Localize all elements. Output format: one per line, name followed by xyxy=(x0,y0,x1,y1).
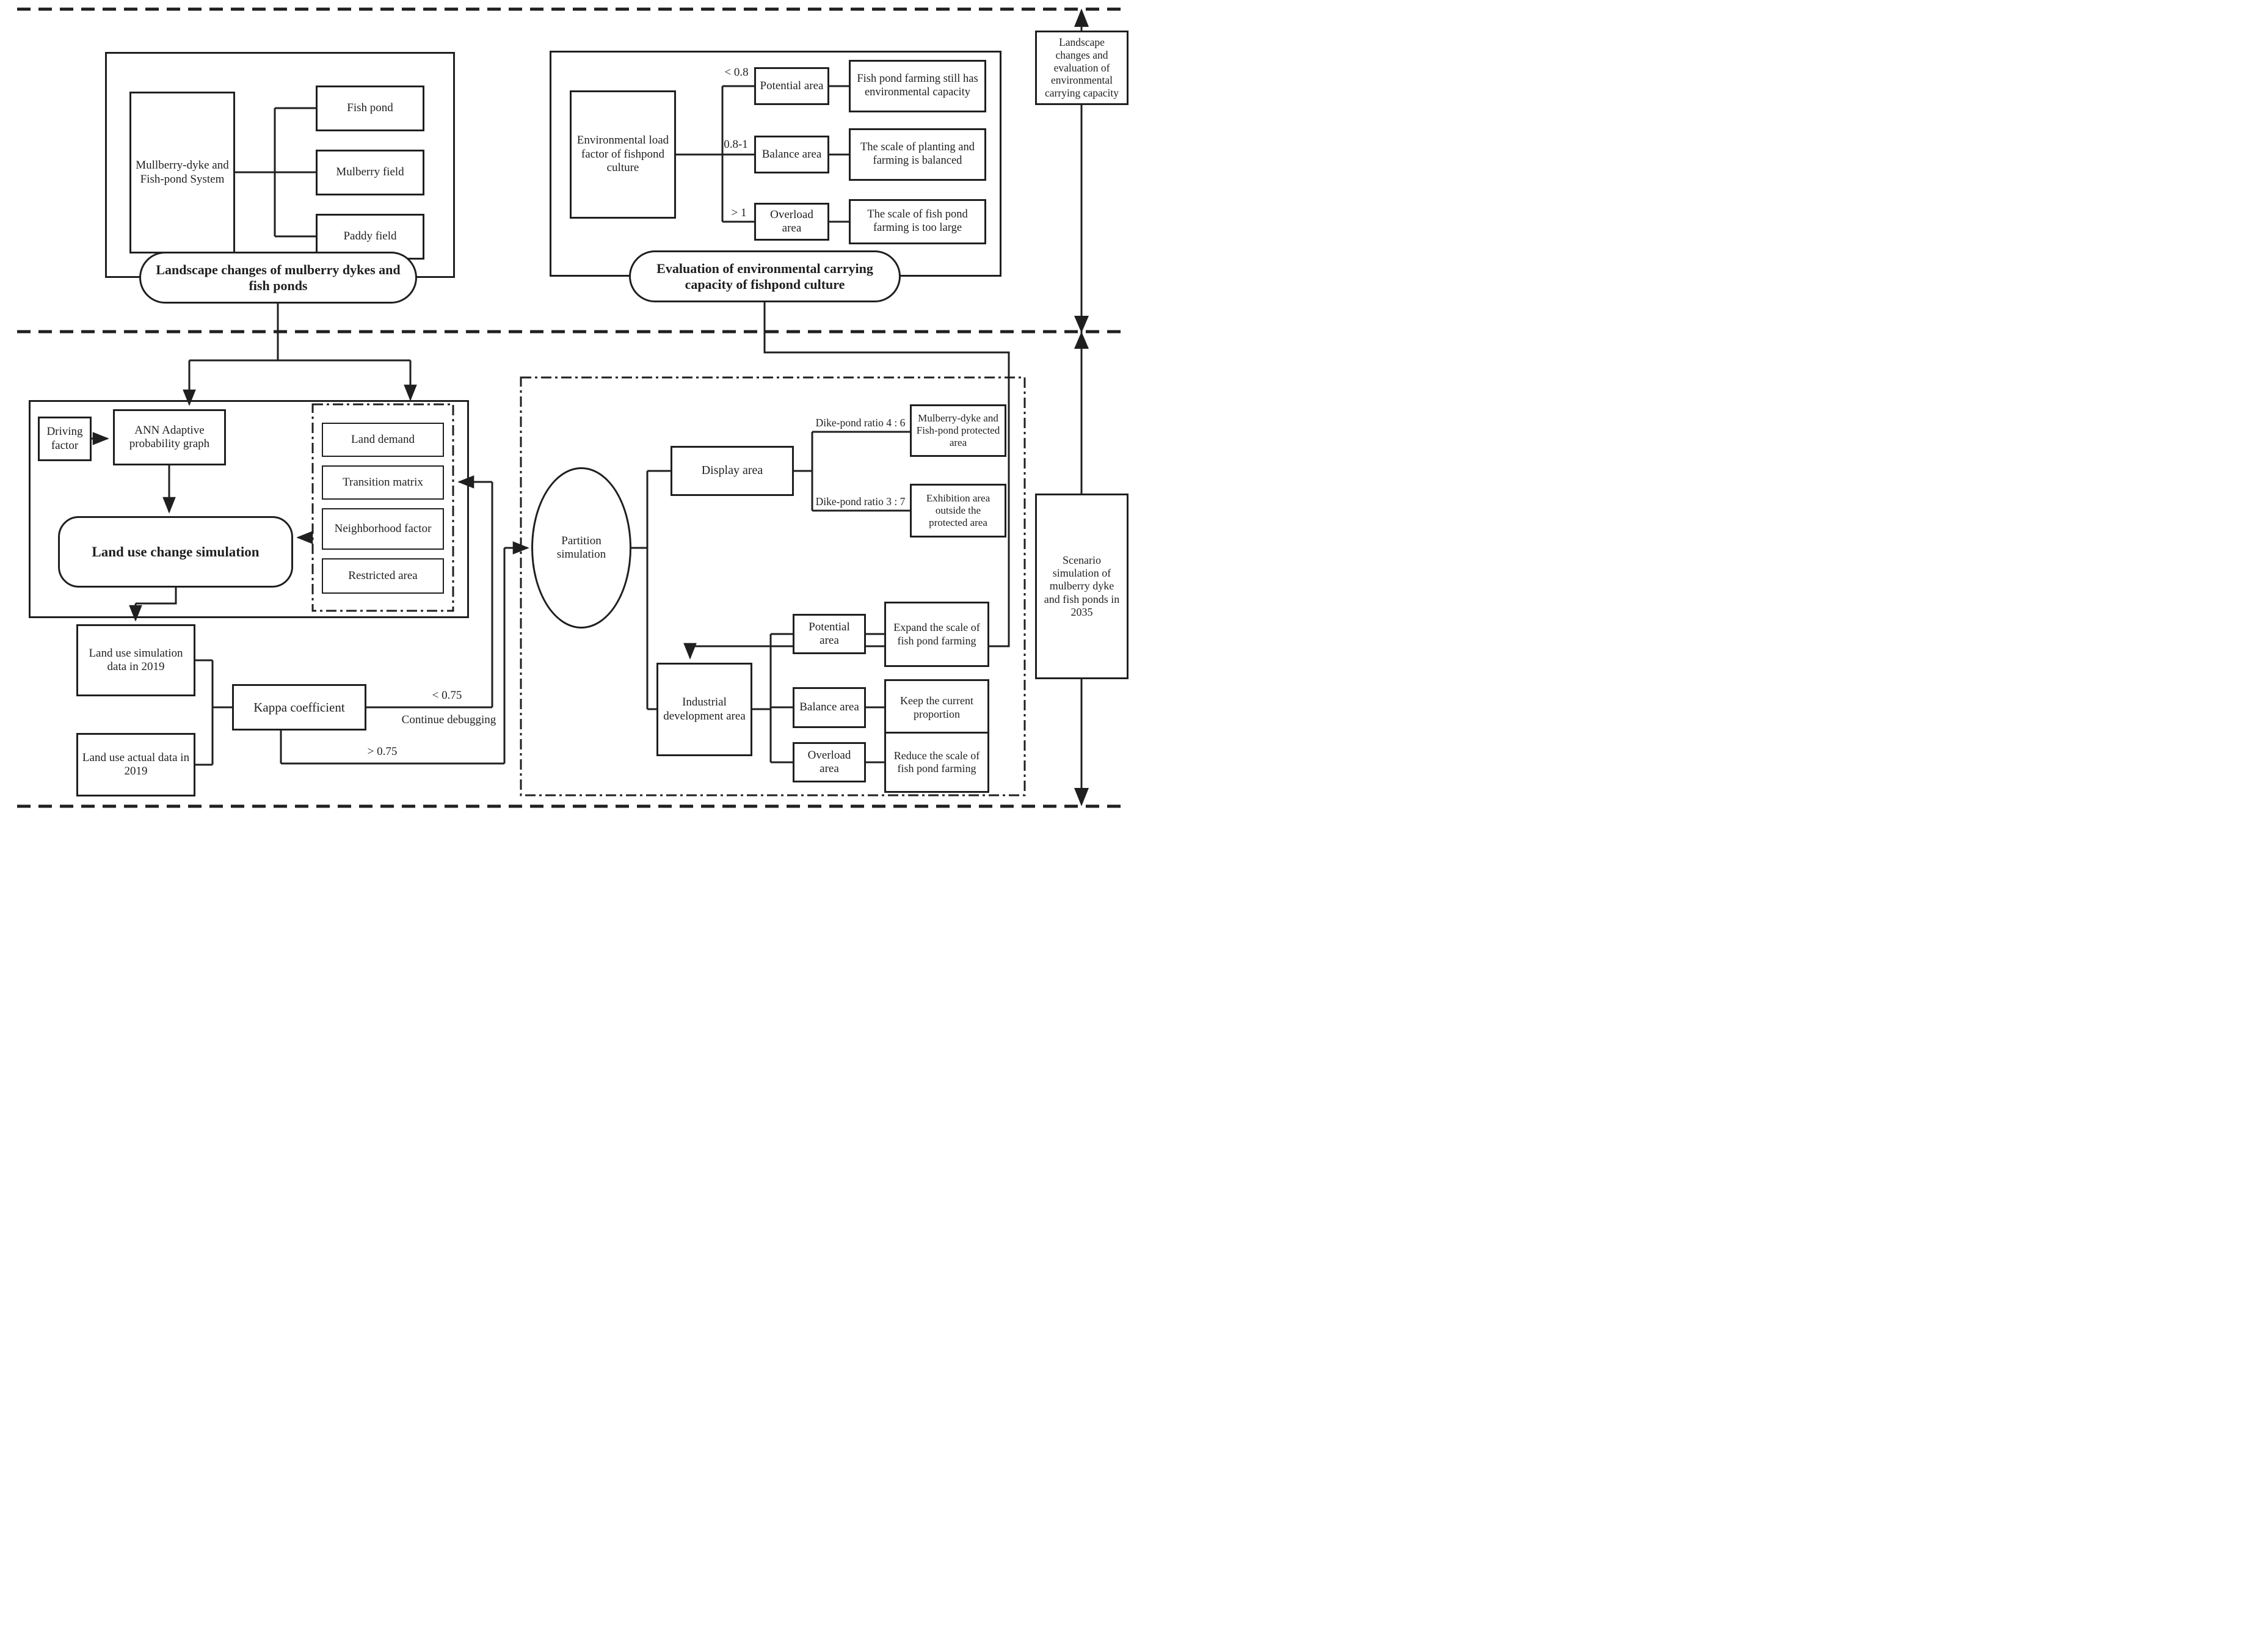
edges-sidebar xyxy=(1074,9,1089,806)
ratio-37-label: Dike-pond ratio 3 : 7 xyxy=(815,495,906,508)
restricted-area-box: Restricted area xyxy=(322,558,444,594)
exhibition-area-box: Exhibition area outside the protected ar… xyxy=(910,484,1006,538)
expand-action-box: Expand the scale of fish pond farming xyxy=(884,602,989,667)
threshold-high-label: > 1 xyxy=(731,206,747,219)
transition-matrix-box: Transition matrix xyxy=(322,465,444,500)
threshold-mid-label: 0.8-1 xyxy=(724,137,748,151)
land-demand-box: Land demand xyxy=(322,423,444,457)
edges-partition xyxy=(631,431,910,763)
threshold-low-label: < 0.8 xyxy=(724,65,749,79)
partition-overload-box: Overload area xyxy=(793,742,866,782)
dashdot-containers xyxy=(311,376,1026,796)
sim-data-2019-box: Land use simulation data in 2019 xyxy=(76,624,195,696)
neighborhood-factor-box: Neighborhood factor xyxy=(322,508,444,550)
kappa-gt-label: > 0.75 xyxy=(367,745,398,758)
actual-data-2019-box: Land use actual data in 2019 xyxy=(76,733,195,796)
edges-top-left xyxy=(183,107,417,406)
land-use-change-simulation-label: Land use change simulation xyxy=(58,516,293,588)
sidebar-landscape-box: Landscape changes and evaluation of envi… xyxy=(1035,31,1129,105)
ratio-46-label: Dike-pond ratio 4 : 6 xyxy=(815,417,906,429)
section-divider-lines xyxy=(17,7,1129,808)
overload-area-box: Overload area xyxy=(754,203,829,241)
balance-area-box: Balance area xyxy=(754,136,829,173)
simulation-section-frame xyxy=(29,400,469,618)
overload-desc-box: The scale of fish pond farming is too la… xyxy=(849,199,986,244)
industrial-development-box: Industrial development area xyxy=(656,663,752,756)
flowchart-canvas: Mullberry-dyke and Fish-pond System Fish… xyxy=(0,0,1134,815)
landscape-changes-label: Landscape changes of mulberry dykes and … xyxy=(139,252,417,304)
driving-factor-box: Driving factor xyxy=(38,417,92,461)
sidebar-scenario-box: Scenario simulation of mulberry dyke and… xyxy=(1035,494,1129,679)
edges-validation xyxy=(195,475,529,766)
balance-desc-box: The scale of planting and farming is bal… xyxy=(849,128,986,181)
display-area-box: Display area xyxy=(671,446,794,496)
system-box: Mullberry-dyke and Fish-pond System xyxy=(129,92,235,253)
kappa-coefficient-box: Kappa coefficient xyxy=(232,684,366,731)
continue-debugging-label: Continue debugging xyxy=(401,713,496,726)
environmental-load-box: Environmental load factor of fishpond cu… xyxy=(570,90,676,219)
fish-pond-box: Fish pond xyxy=(316,86,424,131)
ann-probability-box: ANN Adaptive probability graph xyxy=(113,409,226,465)
partition-balance-box: Balance area xyxy=(793,687,866,728)
reduce-action-box: Reduce the scale of fish pond farming xyxy=(884,732,989,793)
protected-area-box: Mulberry-dyke and Fish-pond protected ar… xyxy=(910,404,1006,457)
potential-desc-box: Fish pond farming still has environmenta… xyxy=(849,60,986,112)
keep-action-box: Keep the current proportion xyxy=(884,679,989,736)
connector-layer xyxy=(17,7,1129,808)
partition-simulation-ellipse: Partition simulation xyxy=(531,467,631,629)
kappa-lt-label: < 0.75 xyxy=(432,688,462,702)
potential-area-box: Potential area xyxy=(754,67,829,105)
evaluation-label: Evaluation of environmental carrying cap… xyxy=(629,250,901,302)
partition-potential-box: Potential area xyxy=(793,614,866,654)
mulberry-field-box: Mulberry field xyxy=(316,150,424,195)
